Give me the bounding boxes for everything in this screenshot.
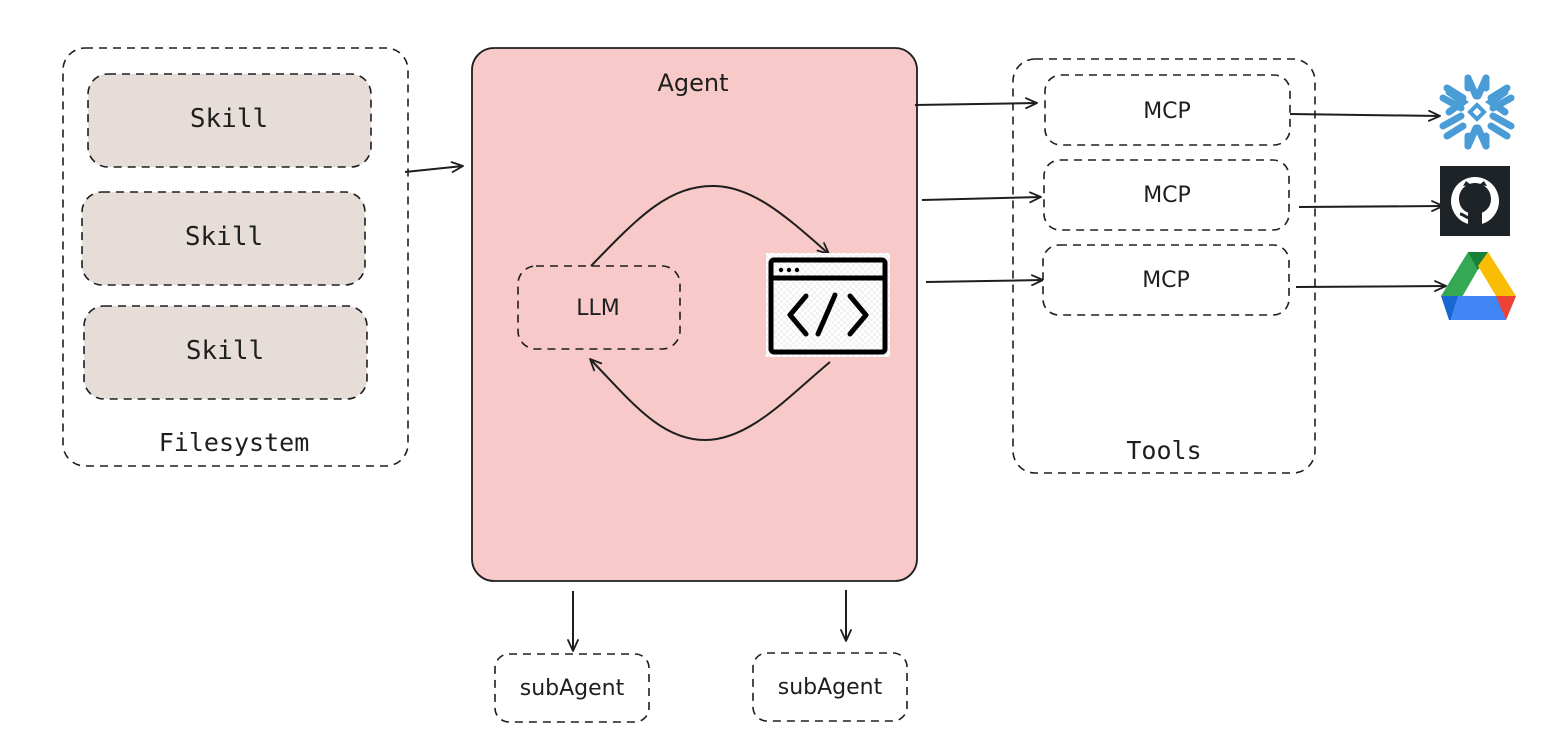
filesystem-label: Filesystem (159, 428, 310, 457)
subagent-box[interactable]: subAgent (752, 652, 908, 722)
tools-container[interactable] (1012, 58, 1316, 474)
skill-box[interactable]: Skill (81, 191, 366, 286)
code-window-icon (766, 253, 890, 357)
arrow-agent-to-mcp-3 (925, 274, 1044, 287)
skill-label: Skill (186, 336, 264, 366)
mcp-box[interactable]: MCP (1042, 244, 1290, 316)
arrow-agent-to-mcp-2 (921, 191, 1042, 204)
mcp-box[interactable]: MCP (1044, 74, 1291, 146)
mcp-box[interactable]: MCP (1043, 159, 1290, 231)
skill-box[interactable]: Skill (83, 305, 368, 400)
llm-label: LLM (576, 296, 620, 321)
tools-label: Tools (1126, 436, 1201, 465)
skill-box[interactable]: Skill (87, 73, 372, 168)
subagent-label: subAgent (778, 675, 883, 700)
tools-group[interactable]: MCP MCP MCP Tools (1012, 58, 1316, 474)
agent-group[interactable]: Agent LLM (471, 47, 918, 582)
subagent-label: subAgent (520, 676, 625, 701)
agent-label: Agent (657, 69, 728, 97)
arrow-mcp-to-github (1298, 200, 1444, 212)
subagent-box[interactable]: subAgent (494, 653, 650, 723)
skill-label: Skill (185, 222, 263, 252)
mcp-label: MCP (1143, 99, 1191, 124)
arrow-agent-to-mcp-1 (914, 97, 1038, 110)
arrow-mcp-to-snowflake (1289, 109, 1441, 122)
arrow-llm-to-code-tool (590, 184, 830, 267)
llm-box[interactable]: LLM (517, 265, 681, 350)
mcp-label: MCP (1142, 268, 1190, 293)
arrow-filesystem-to-agent (404, 161, 464, 174)
filesystem-group[interactable]: Skill Skill Skill Filesystem (62, 47, 409, 467)
github-icon (1440, 166, 1510, 236)
agent-container[interactable] (471, 47, 918, 582)
snowflake-icon (1439, 74, 1515, 150)
mcp-label: MCP (1143, 183, 1191, 208)
arrow-code-tool-to-llm (589, 358, 831, 442)
arrow-mcp-to-google-drive (1295, 280, 1447, 292)
skill-label: Skill (190, 104, 268, 134)
google-drive-icon (1441, 252, 1516, 320)
filesystem-container[interactable] (62, 47, 409, 467)
